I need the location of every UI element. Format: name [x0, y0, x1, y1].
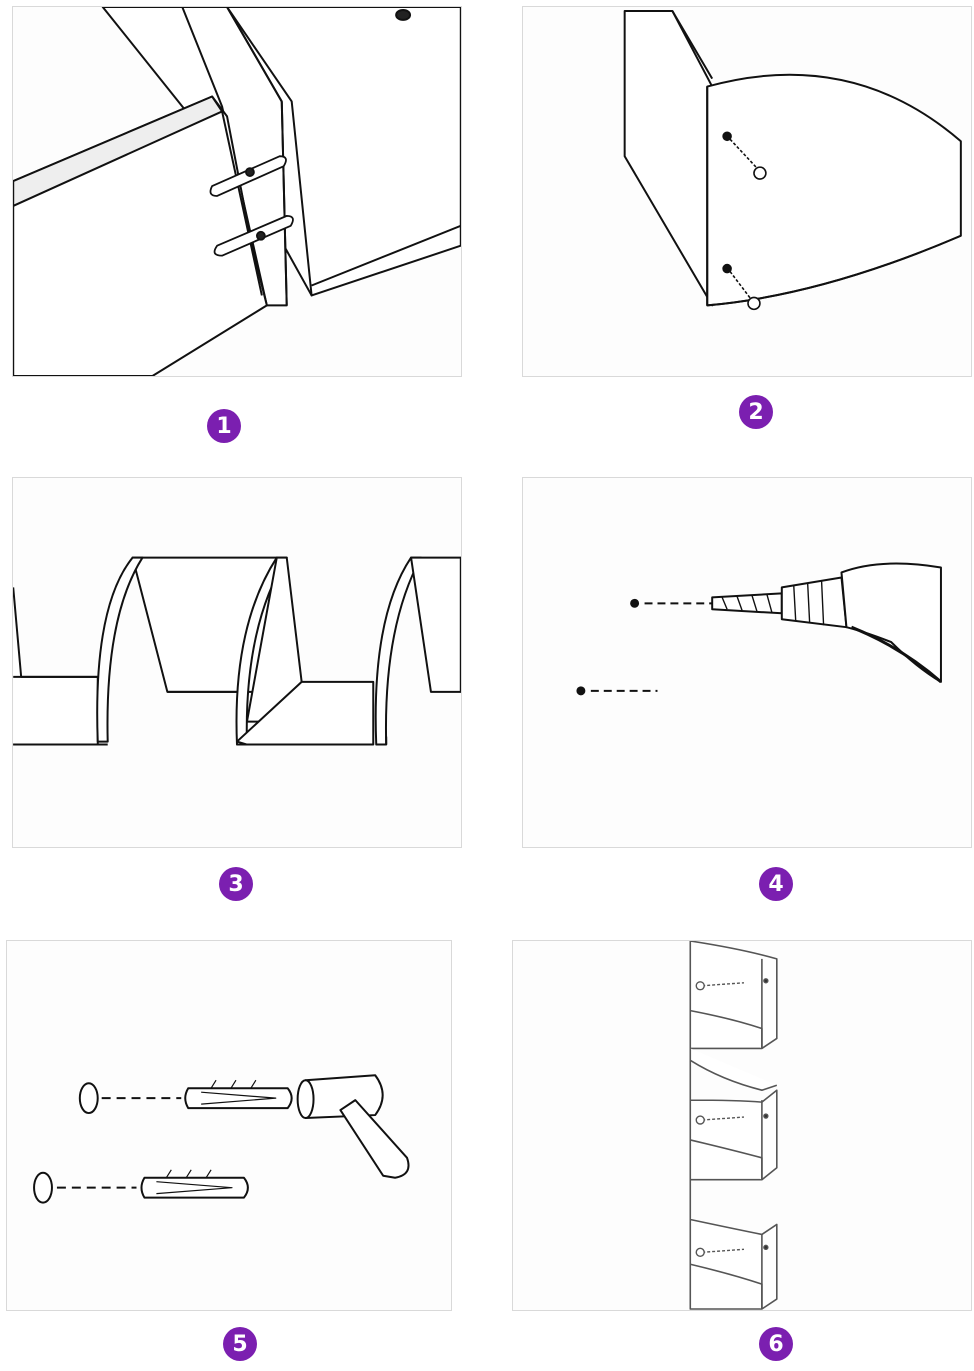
step-3-badge: 3 [219, 867, 253, 901]
wall-anchor-hammer-icon [33, 1074, 410, 1204]
dowel-joint-icon [13, 7, 461, 376]
step-2-badge: 2 [739, 395, 773, 429]
step-5-illustration [6, 940, 452, 1311]
mounted-corner-shelf-icon [689, 941, 778, 1310]
step-1-illustration [12, 6, 462, 377]
step-2-illustration [522, 6, 972, 377]
step-6-illustration [512, 940, 972, 1311]
screw-fixing-icon [623, 9, 962, 311]
step-3-illustration [12, 477, 462, 848]
assembled-shelf-units-icon [13, 556, 461, 746]
drill-icon [576, 562, 942, 696]
step-4-badge: 4 [759, 867, 793, 901]
step-6-badge: 6 [759, 1327, 793, 1361]
step-4-illustration [522, 477, 972, 848]
step-5-badge: 5 [223, 1327, 257, 1361]
step-1-badge: 1 [207, 409, 241, 443]
